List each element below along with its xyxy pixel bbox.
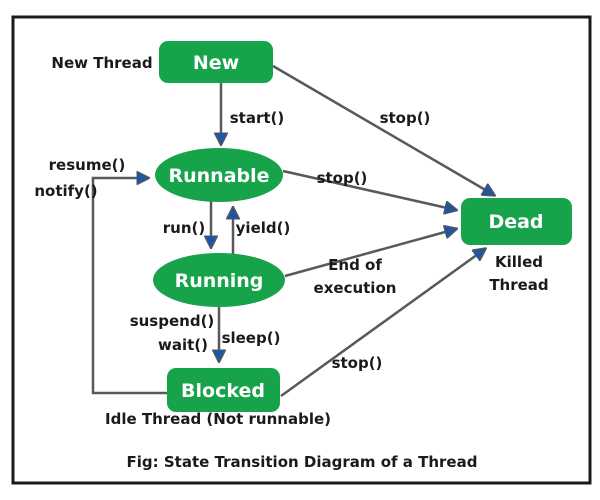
edge-label-stop-runnable: stop() [317,169,368,187]
node-running-label: Running [175,270,264,292]
edge-stop-new-to-dead [272,64,494,195]
edge-stop-blocked-to-dead [280,249,485,398]
edge-label-suspend: suspend() [130,312,215,330]
edge-label-stop-blocked: stop() [332,354,383,372]
note-idle-thread: Idle Thread (Not runnable) [105,410,331,428]
edge-label-end-of-execution-line1: End of [328,256,382,274]
node-blocked-label: Blocked [181,380,265,402]
edge-label-wait: wait() [158,336,208,354]
note-killed-thread-line2: Thread [489,276,548,294]
node-new-label: New [193,52,239,74]
edge-stop-runnable-to-dead [282,169,456,210]
edge-label-end-of-execution-line2: execution [314,279,397,297]
node-new [159,41,273,83]
figure-caption: Fig: State Transition Diagram of a Threa… [127,453,478,471]
edge-label-resume: resume() [49,156,126,174]
note-killed-thread-line1: Killed [495,253,543,271]
edge-label-notify: notify() [34,182,97,200]
diagram-border [11,15,592,485]
node-runnable [155,148,283,202]
node-blocked [167,368,280,412]
note-new-thread: New Thread [51,54,152,72]
edge-label-start: start() [230,109,285,127]
node-dead-label: Dead [488,211,543,233]
edge-label-stop-new: stop() [380,109,431,127]
edge-end-of-execution [284,229,456,278]
edge-label-run: run() [163,219,205,237]
edge-label-yield: yield() [236,219,291,237]
node-dead [461,198,572,245]
edge-resume-notify [91,178,167,395]
node-running [153,253,285,307]
edge-label-sleep: sleep() [222,329,281,347]
node-runnable-label: Runnable [168,165,269,187]
